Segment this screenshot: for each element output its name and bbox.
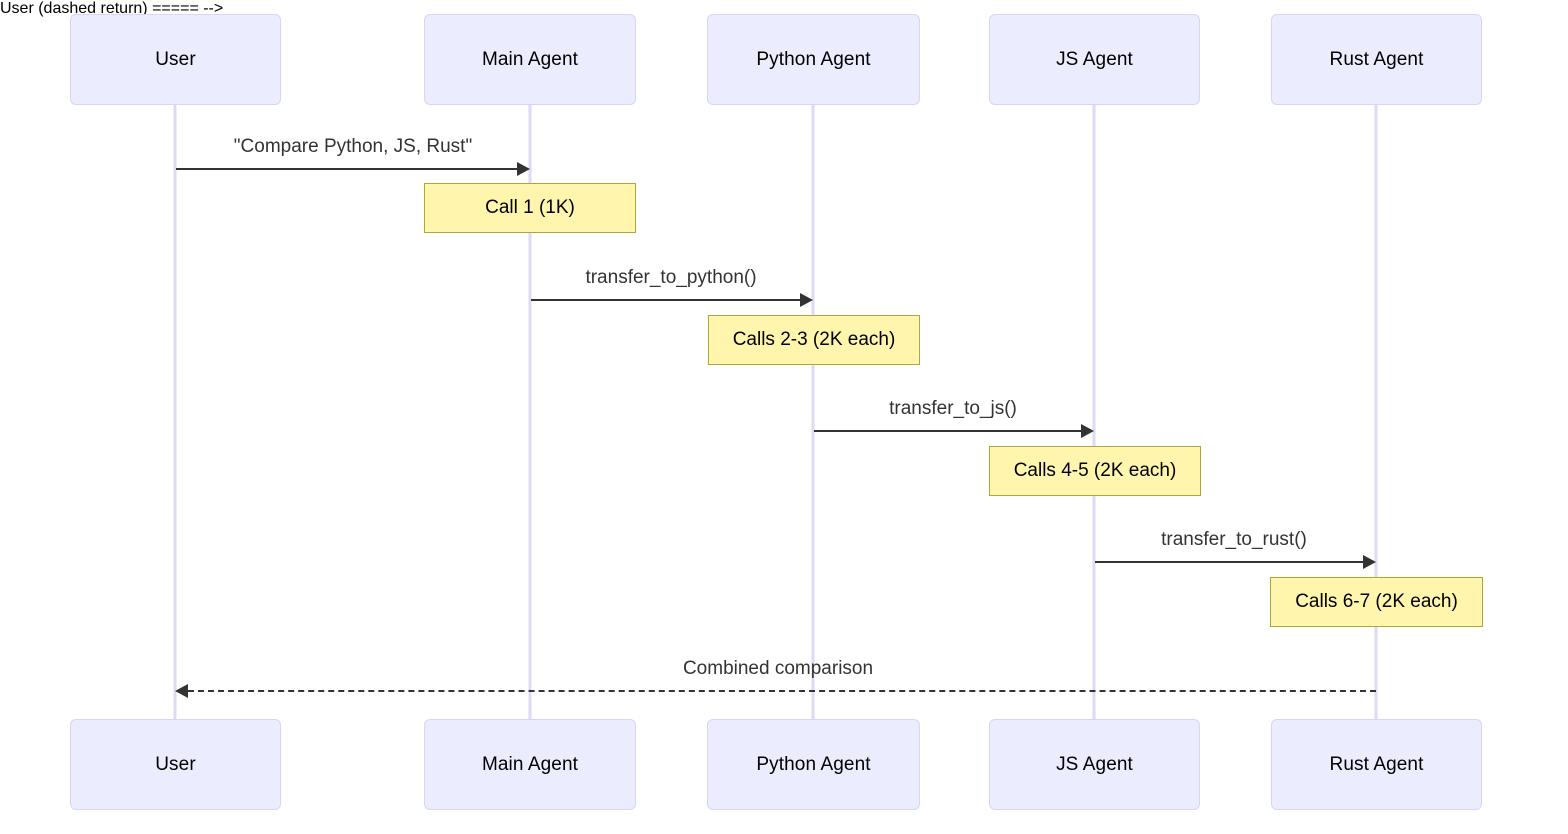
participant-top-user[interactable]: User	[70, 14, 281, 105]
participant-top-rust-agent[interactable]: Rust Agent	[1271, 14, 1482, 105]
participant-bottom-js-agent[interactable]: JS Agent	[989, 719, 1200, 810]
note-call-1: Call 1 (1K)	[424, 183, 636, 233]
message-arrowhead-transfer-to-rust	[1363, 555, 1376, 569]
participant-bottom-python-agent[interactable]: Python Agent	[707, 719, 920, 810]
message-line-combined-comparison	[188, 690, 1376, 692]
note-calls-2-3: Calls 2-3 (2K each)	[708, 315, 920, 365]
note-calls-4-5: Calls 4-5 (2K each)	[989, 446, 1201, 496]
lifeline-rust-agent	[1374, 105, 1378, 719]
message-label-transfer-to-rust: transfer_to_rust()	[1161, 529, 1307, 550]
lifeline-python-agent	[811, 105, 815, 719]
message-arrowhead-compare-request	[517, 162, 530, 176]
note-calls-6-7: Calls 6-7 (2K each)	[1270, 577, 1483, 627]
message-arrowhead-transfer-to-python	[800, 293, 813, 307]
message-label-combined-comparison: Combined comparison	[682, 658, 874, 679]
participant-top-main-agent[interactable]: Main Agent	[424, 14, 636, 105]
lifeline-js-agent	[1092, 105, 1096, 719]
message-line-transfer-to-python	[531, 299, 801, 301]
message-arrowhead-combined-comparison	[175, 684, 188, 698]
participant-bottom-rust-agent[interactable]: Rust Agent	[1271, 719, 1482, 810]
message-label-transfer-to-js: transfer_to_js()	[889, 398, 1017, 419]
participant-bottom-main-agent[interactable]: Main Agent	[424, 719, 636, 810]
message-label-transfer-to-python: transfer_to_python()	[585, 267, 757, 288]
participant-top-js-agent[interactable]: JS Agent	[989, 14, 1200, 105]
message-arrowhead-transfer-to-js	[1081, 424, 1094, 438]
participant-bottom-user[interactable]: User	[70, 719, 281, 810]
message-line-compare-request	[176, 168, 518, 170]
participant-top-python-agent[interactable]: Python Agent	[707, 14, 920, 105]
lifeline-user	[173, 105, 177, 719]
message-line-transfer-to-js	[814, 430, 1082, 432]
message-label-compare-request: "Compare Python, JS, Rust"	[233, 136, 473, 157]
lifeline-main-agent	[528, 105, 532, 719]
message-line-transfer-to-rust	[1095, 561, 1364, 563]
